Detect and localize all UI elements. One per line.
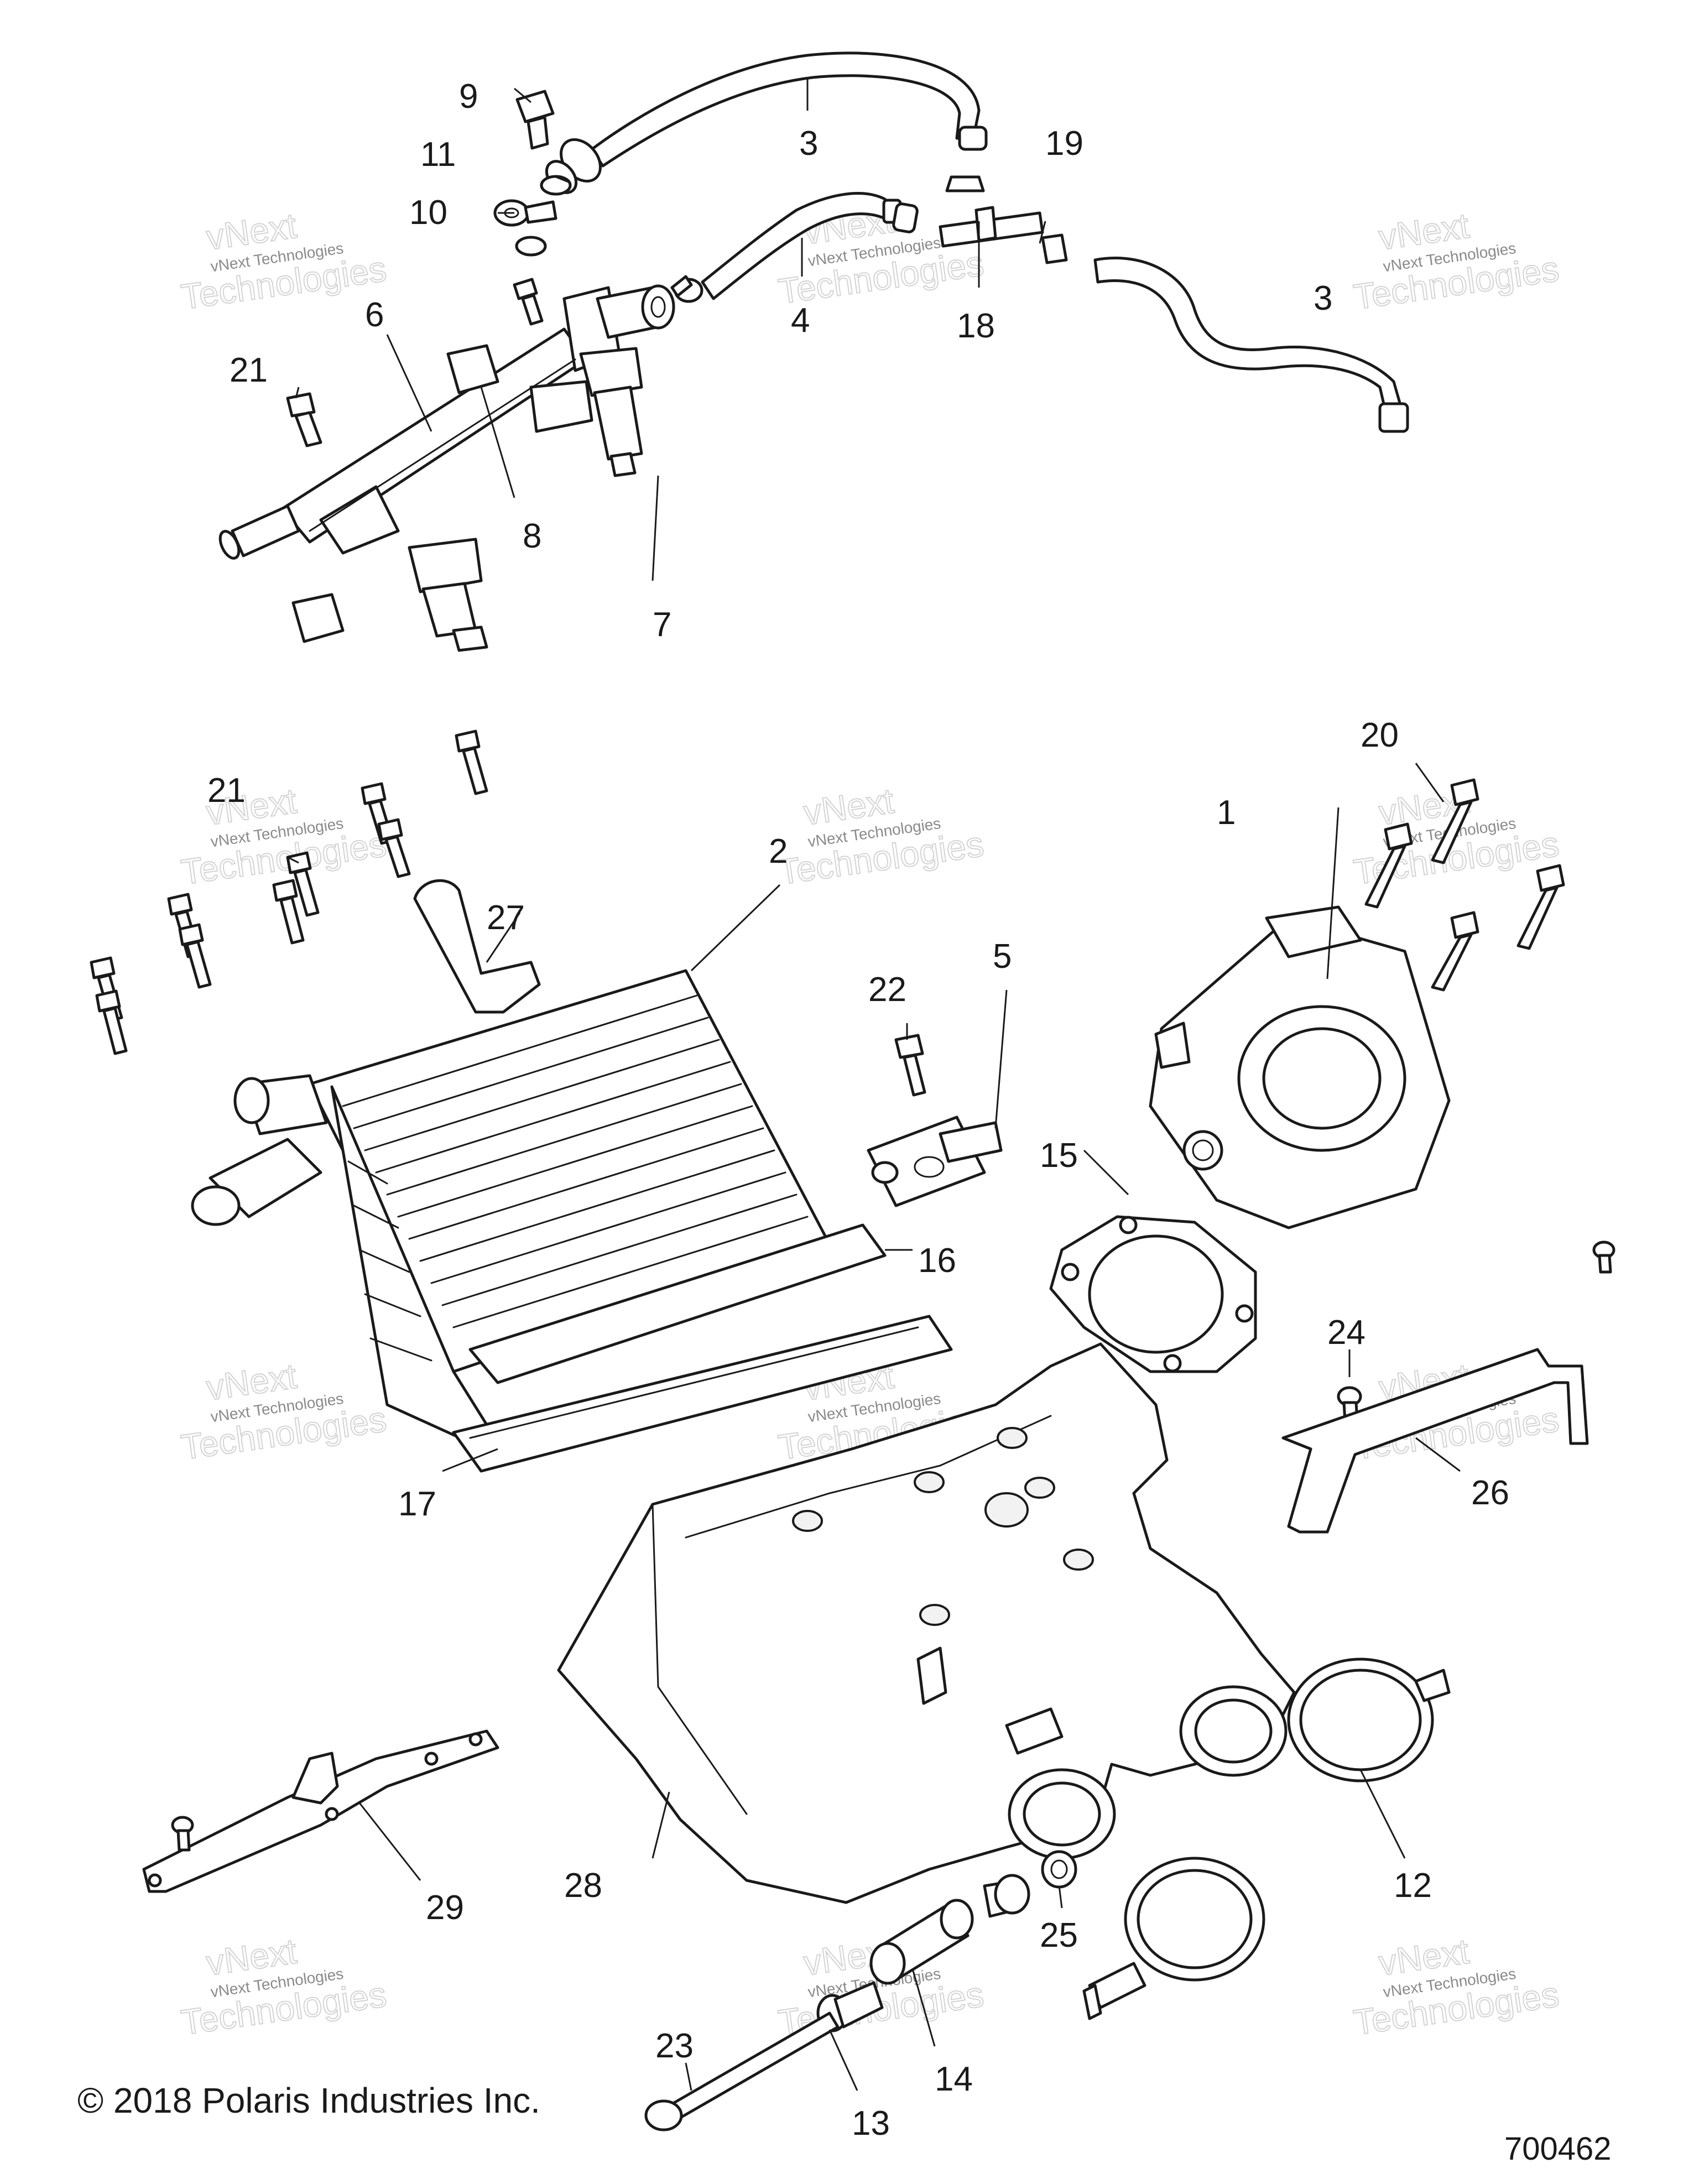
callout-19: 19	[1045, 124, 1083, 163]
part-hose-cap	[1041, 233, 1068, 264]
callout-26: 26	[1471, 1474, 1509, 1512]
watermark: vNext vNext Technologies Technologies	[775, 780, 987, 893]
part-tee-fitting	[939, 206, 1044, 248]
callout-21-lower: 21	[207, 772, 246, 810]
callout-1: 1	[1217, 794, 1236, 832]
watermark: vNext vNext Technologies Technologies	[178, 1931, 389, 2043]
callout-3-upper: 3	[799, 124, 818, 163]
part-sensor-bolt	[894, 1034, 926, 1097]
callout-14: 14	[935, 2060, 973, 2098]
watermark: vNext vNext Technologies Technologies	[1351, 1931, 1562, 2043]
part-throttle-body-gasket	[1049, 1215, 1257, 1373]
intercooler-group	[90, 729, 1615, 1534]
part-mounting-bracket	[413, 879, 541, 1014]
callout-2: 2	[769, 832, 788, 871]
part-map-sensor	[867, 1116, 1003, 1207]
callout-10: 10	[409, 194, 447, 232]
part-grommet	[1041, 1850, 1077, 1889]
part-intercooler-gasket	[468, 1223, 887, 1384]
part-bolt-set	[90, 729, 488, 1055]
callout-24: 24	[1327, 1313, 1366, 1352]
callout-5: 5	[993, 937, 1012, 976]
copyright-notice: © 2018 Polaris Industries Inc.	[77, 2081, 540, 2120]
callout-25: 25	[1040, 1916, 1078, 1954]
callout-12: 12	[1394, 1867, 1432, 1905]
part-manifold-gasket	[452, 1315, 953, 1473]
intake-manifold-group	[142, 1342, 1451, 2131]
callout-9: 9	[459, 77, 478, 116]
document-number: 700462	[1504, 2131, 1612, 2167]
part-hose-sleeve	[892, 202, 919, 233]
part-screw	[1592, 1240, 1615, 1274]
part-band-clamp-2	[1082, 1857, 1265, 2020]
callout-7: 7	[653, 606, 671, 644]
callout-4: 4	[791, 301, 810, 340]
part-sealing-washer-upper	[540, 175, 572, 196]
part-rail-bolt	[286, 392, 322, 447]
callout-17: 17	[398, 1485, 436, 1523]
callout-28: 28	[564, 1867, 602, 1905]
part-isolator-bushing	[869, 1874, 1030, 1985]
callouts: 1 2 3 3 4 5 6 7 8 9 10 11 12 13 14 15 16…	[207, 77, 1509, 2143]
part-fuel-rail	[218, 284, 675, 560]
callout-22: 22	[868, 971, 906, 1009]
part-hose-clamp	[670, 275, 703, 303]
part-sealing-washer-lower	[515, 236, 547, 257]
leader-lines	[287, 77, 1461, 2091]
callout-15: 15	[1040, 1137, 1078, 1175]
callout-29: 29	[426, 1889, 464, 1927]
part-injector-clip	[291, 344, 499, 643]
part-fuel-injector	[579, 347, 643, 477]
part-manifold-bracket	[142, 1729, 499, 1893]
part-fuel-hose-lower	[1093, 257, 1409, 433]
callout-20: 20	[1361, 716, 1399, 754]
watermark: vNext vNext Technologies Technologies	[178, 205, 389, 317]
watermark: vNext vNext Technologies Technologies	[1351, 205, 1562, 317]
part-fuel-hose-upper	[545, 51, 988, 194]
watermark: vNext vNext Technologies Technologies	[178, 1356, 389, 1468]
part-support-bracket	[1281, 1348, 1589, 1534]
callout-3-lower: 3	[1314, 279, 1332, 317]
fuel-rail-group	[218, 51, 1409, 652]
part-banjo-bolt	[515, 90, 555, 150]
callout-11: 11	[420, 135, 456, 174]
part-rail-bolt-upper	[513, 278, 544, 326]
callout-23: 23	[655, 2027, 694, 2065]
part-manifold-gasket-inner	[469, 1326, 919, 1439]
callout-6: 6	[365, 296, 384, 334]
part-throttle-bolts	[1364, 778, 1565, 992]
part-intercooler	[191, 969, 831, 1462]
callout-18: 18	[957, 307, 995, 345]
callout-13: 13	[852, 2104, 890, 2143]
callout-27: 27	[487, 899, 525, 937]
callout-16: 16	[918, 1242, 956, 1280]
part-fuel-injector-2	[408, 538, 488, 652]
part-bracket-screw-lower	[171, 1816, 194, 1852]
part-long-bolt	[644, 2011, 840, 2131]
part-intake-manifold	[557, 1342, 1296, 1904]
watermark: vNext vNext Technologies Technologies	[178, 780, 389, 893]
part-band-clamp	[1287, 1657, 1451, 1782]
callout-21-upper: 21	[230, 351, 268, 389]
part-throttle-body	[1149, 905, 1451, 1229]
callout-8: 8	[523, 517, 541, 555]
